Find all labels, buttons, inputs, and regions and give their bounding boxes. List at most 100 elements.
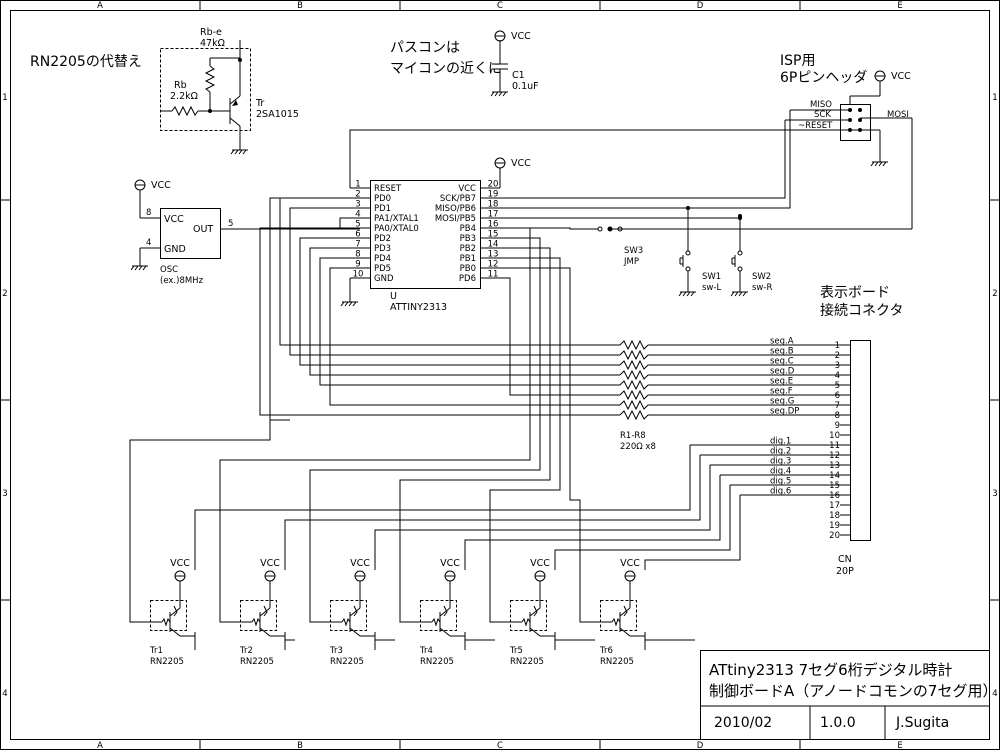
gnd-symbol [130, 265, 148, 271]
mcu-ref: U [390, 291, 397, 302]
mcu-part: ATTINY2313 [390, 302, 447, 313]
connector-pin-number: 10 [829, 431, 840, 441]
mcu-right-pin-name: PB1 [460, 254, 476, 264]
transistor-emitter-resistor [353, 605, 358, 617]
vcc-label: VCC [511, 31, 531, 42]
column-label-top: A [97, 1, 103, 11]
segment-resistor [619, 379, 649, 391]
transistor-emitter-resistor [173, 605, 178, 617]
osc-gnd-pin-label: GND [164, 244, 186, 255]
gnd-hatch [498, 91, 503, 97]
rbe-value: 47kΩ [200, 38, 225, 49]
mcu-right-pin-number: 16 [488, 220, 499, 230]
mcu-left-pin-number: 4 [355, 210, 360, 220]
connector-seg-label: seg.B [770, 347, 794, 357]
rb-name: Rb [174, 80, 187, 91]
vcc-label: VCC [511, 158, 531, 169]
transistor-name: Tr3 [329, 646, 343, 656]
vcc-symbol: VCC [260, 558, 280, 600]
vcc-label: VCC [151, 180, 171, 191]
tr-name: Tr [255, 98, 264, 109]
gnd-hatch [874, 161, 879, 167]
mcu-right-pin-name: PB3 [460, 234, 476, 244]
segment-resistor [619, 369, 649, 381]
resistor-array: R1-R8 220Ω x8 [620, 431, 656, 452]
digit-wire [284, 455, 701, 570]
connector-dig-label: dig.4 [770, 467, 791, 477]
connector-dig-label: dig.5 [770, 477, 791, 487]
transistor-emitter-resistor [263, 605, 268, 617]
connector-pin-number: 16 [829, 491, 840, 501]
row-label-left: 4 [2, 689, 7, 699]
segment-resistor [619, 349, 649, 361]
transistor-emitter [259, 607, 271, 617]
connector-pin-number: 13 [829, 461, 840, 471]
segment-resistor [619, 359, 649, 371]
mcu-left-pin-name: PD4 [374, 254, 391, 264]
vcc-label: VCC [260, 558, 280, 569]
junction-dot [858, 128, 862, 132]
sw1-name: SW1 [702, 272, 721, 282]
junction-dot [738, 216, 742, 220]
junction-dot [848, 128, 852, 132]
gnd-hatch [230, 149, 235, 155]
title-date: 2010/02 [714, 715, 772, 731]
connector-pin-number: 5 [835, 381, 840, 391]
mcu-left-pin-number: 10 [353, 270, 364, 280]
mcu-left-pin-number: 7 [355, 240, 360, 250]
transistor-name: Tr1 [149, 646, 163, 656]
row-label-right: 1 [992, 93, 997, 103]
vcc-symbol: VCC [530, 558, 550, 600]
sw3-contact [617, 226, 623, 232]
transistor-emitter-resistor [533, 605, 538, 617]
connector-name: CN [838, 554, 852, 565]
sw2-name: SW2 [752, 272, 771, 282]
gnd-hatch [344, 301, 349, 307]
gnd-hatch [352, 301, 357, 307]
isp-header: MISO SCK ~RESET MOSI [610, 81, 913, 230]
vcc-symbol: VCC [494, 30, 531, 42]
resistor-array-name: R1-R8 [620, 431, 646, 441]
transistor-name: Tr4 [419, 646, 433, 656]
gnd-hatch [348, 301, 353, 307]
column-label-top: B [297, 1, 303, 11]
transistor-emitter [529, 607, 541, 617]
transistor-base-resistor [251, 617, 261, 627]
digit-wire [644, 495, 741, 570]
sw3-name: SW3 [624, 246, 643, 256]
sw1-contact [685, 250, 691, 256]
connector-dig-label: dig.3 [770, 457, 791, 467]
connector-pin-number: 15 [829, 481, 840, 491]
connector-pin-number: 7 [835, 401, 840, 411]
gnd-hatch [690, 291, 695, 297]
connector-pin-number: 11 [829, 441, 840, 451]
vcc-symbol: VCC [440, 558, 460, 600]
osc-vcc-pin-label: VCC [164, 214, 184, 225]
vcc-symbol: VCC [350, 558, 370, 600]
base-wire [399, 247, 551, 623]
column-label-bottom: C [497, 741, 503, 750]
gnd-hatch [882, 161, 887, 167]
mcu-left-pin-name: PD0 [374, 194, 391, 204]
bypass-capacitor: C1 0.1uF [492, 40, 539, 92]
segment-resistor [619, 409, 649, 421]
mcu-left-pin-name: GND [374, 274, 394, 284]
display-note-line1: 表示ボード [820, 285, 890, 301]
connector-seg-label: seg.C [770, 357, 794, 367]
mcu-right-pin-number: 20 [488, 180, 499, 190]
substitute-circuit: Rb-e 47kΩ Rb 2.2kΩ Tr 2SA1015 [160, 27, 299, 150]
vcc-label: VCC [440, 558, 460, 569]
rbe-name: Rb-e [200, 27, 222, 38]
connector-value: 20P [836, 566, 854, 577]
isp-miso-label: MISO [810, 100, 832, 110]
osc-pin-vcc-num: 8 [146, 208, 151, 218]
osc-name: OSC [160, 265, 178, 275]
transistor-outline [510, 600, 547, 631]
gnd-hatch [134, 265, 139, 271]
transistor-base-resistor [161, 617, 171, 627]
c1-value: 0.1uF [512, 81, 539, 92]
connector-seg-label: seg.F [770, 387, 793, 397]
gnd-hatch [242, 149, 247, 155]
